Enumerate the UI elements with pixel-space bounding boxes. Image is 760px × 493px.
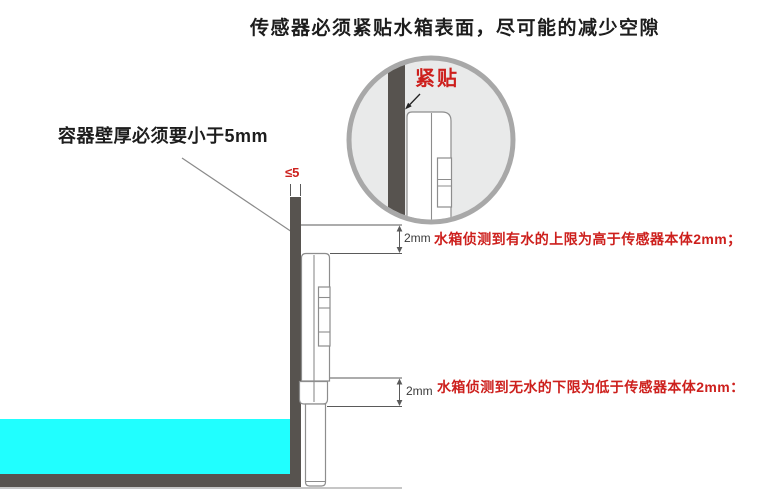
- upper-dimension-arrow-down: [396, 247, 403, 253]
- lower-dimension-arrow-up: [396, 378, 403, 385]
- sensor-assembly: [298, 252, 331, 487]
- upper-gap-label: 2mm: [404, 231, 431, 245]
- magnified-tank-wall: [388, 60, 405, 220]
- upper-dimension: [301, 224, 403, 254]
- sensor-clip: [317, 286, 331, 347]
- sensor-probe-tube: [304, 403, 327, 487]
- water: [0, 419, 290, 474]
- upper-limit-note: 水箱侦测到有水的上限为高于传感器本体2mm；: [434, 231, 742, 247]
- lower-gap-label: 2mm: [406, 384, 433, 398]
- sensor-body: [300, 252, 331, 382]
- magnifier-contents: [388, 60, 453, 220]
- wall-width-ticks: [290, 184, 301, 196]
- wall-thickness-max-label: ≤5: [285, 165, 300, 180]
- wall-thickness-leader-line: [181, 157, 293, 233]
- tank-wall: [290, 197, 301, 487]
- lower-dimension-arrow-down: [396, 400, 403, 406]
- tank-floor: [0, 474, 301, 487]
- wall-thickness-note: 容器壁厚必须要小于5mm: [58, 126, 269, 146]
- diagram-title: 传感器必须紧贴水箱表面，尽可能的减少空隙: [250, 18, 661, 39]
- lower-limit-note: 水箱侦测到无水的下限为低于传感器本体2mm：: [437, 379, 745, 395]
- upper-dimension-arrow-up: [396, 225, 403, 232]
- lower-dimension: [327, 377, 403, 407]
- magnified-sensor-clip: [436, 157, 453, 208]
- tight-fit-arrow: [405, 93, 421, 110]
- tight-fit-label: 紧贴: [415, 68, 459, 90]
